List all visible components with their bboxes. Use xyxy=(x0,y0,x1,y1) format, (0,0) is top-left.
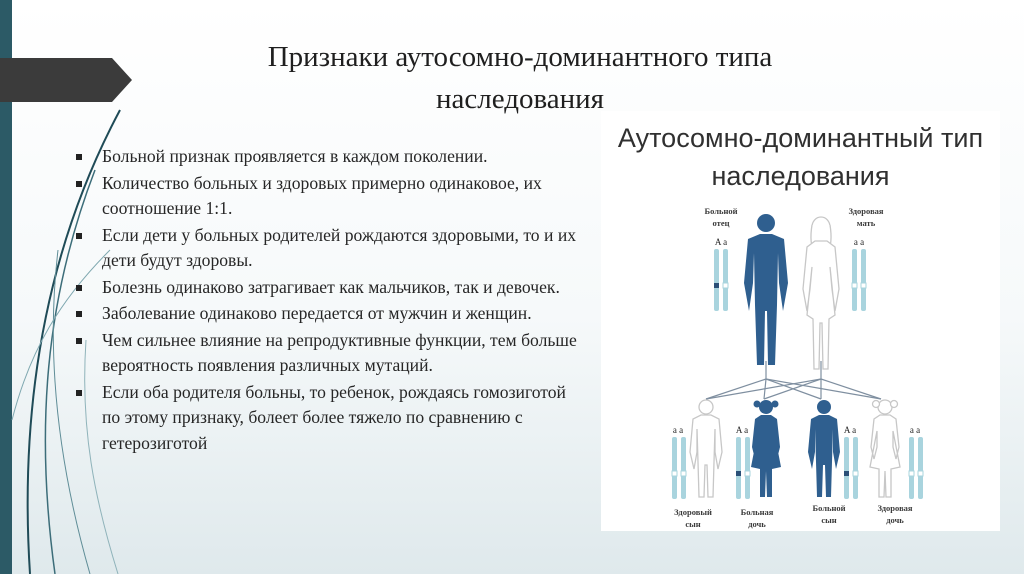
slide-title-line1: Признаки аутосомно-доминантного типа xyxy=(267,41,773,73)
bullet-item: Больной признак проявляется в каждом пок… xyxy=(76,144,586,170)
child1-genotype: a a xyxy=(673,425,683,435)
mother-label1: Здоровая xyxy=(848,206,883,216)
child2-label2: дочь xyxy=(748,519,766,529)
child3-genotype: A a xyxy=(844,425,856,435)
figure-title: Аутосомно-доминантный тип наследования xyxy=(601,119,1000,195)
child-affected-son: A a Больной сын xyxy=(808,400,859,525)
mother-genotype: a a xyxy=(854,237,864,247)
bullet-item: Болезнь одинаково затрагивает как мальчи… xyxy=(76,275,586,301)
bullet-square-icon xyxy=(76,180,82,187)
pedigree-diagram: Больной отец A a Здоровая мать a a xyxy=(671,206,924,529)
title-tab-arrow xyxy=(0,58,132,102)
bullet-square-icon xyxy=(76,311,82,317)
bullet-item: Количество больных и здоровых примерно о… xyxy=(76,171,586,222)
bullet-square-icon xyxy=(76,337,82,344)
mother-label2: мать xyxy=(857,218,876,228)
child3-label1: Больной xyxy=(812,503,845,513)
mother-figure: Здоровая мать a a xyxy=(802,206,884,370)
child4-label1: Здоровая xyxy=(877,503,912,513)
child2-label1: Больная xyxy=(741,507,774,517)
bullet-item: Если оба родителя больны, то ребенок, ро… xyxy=(76,380,586,457)
father-figure: Больной отец A a xyxy=(704,206,788,365)
child4-label2: дочь xyxy=(886,515,904,525)
father-label1: Больной xyxy=(704,206,737,216)
bullet-item: Заболевание одинаково передается от мужч… xyxy=(76,301,586,327)
child2-genotype: A a xyxy=(736,425,748,435)
child4-genotype: a a xyxy=(910,425,920,435)
child1-chromosomes xyxy=(671,437,687,499)
figure-title-line1: Аутосомно-доминантный тип xyxy=(617,123,984,153)
affected-father-icon xyxy=(744,214,788,365)
figure-title-line2: наследования xyxy=(711,161,890,191)
bullet-list: Больной признак проявляется в каждом пок… xyxy=(76,144,586,457)
left-accent-strip xyxy=(0,0,12,574)
bullet-square-icon xyxy=(76,389,82,396)
mother-chromosomes xyxy=(851,249,867,311)
child-affected-daughter: A a Больная дочь xyxy=(736,400,781,529)
bullet-square-icon xyxy=(76,284,82,291)
father-label2: отец xyxy=(713,218,730,228)
bullet-item: Если дети у больных родителей рождаются … xyxy=(76,223,586,274)
child1-label1: Здоровый xyxy=(674,507,712,517)
father-chromosomes xyxy=(714,249,729,311)
child2-chromosomes xyxy=(736,437,751,499)
bullet-item: Чем сильнее влияние на репродуктивные фу… xyxy=(76,328,586,379)
healthy-daughter-icon xyxy=(869,399,901,498)
father-genotype: A a xyxy=(715,237,727,247)
child-healthy-daughter: a a Здоровая дочь xyxy=(869,399,924,525)
affected-son-icon xyxy=(808,400,840,497)
bullet-square-icon xyxy=(76,154,82,160)
bullet-square-icon xyxy=(76,232,82,239)
healthy-son-icon xyxy=(689,399,723,498)
healthy-mother-icon xyxy=(802,216,840,370)
decorative-curves xyxy=(11,109,121,574)
child4-chromosomes xyxy=(908,437,924,499)
child1-label2: сын xyxy=(685,519,700,529)
child3-label2: сын xyxy=(821,515,836,525)
inheritance-figure: Аутосомно-доминантный тип наследования xyxy=(601,111,1000,531)
slide-title: Признаки аутосомно-доминантного типа нас… xyxy=(210,36,830,120)
child3-chromosomes xyxy=(844,437,859,499)
pedigree-connections xyxy=(705,361,882,400)
slide-title-line2: наследования xyxy=(435,83,605,115)
affected-daughter-icon xyxy=(751,400,781,497)
child-healthy-son: a a Здоровый сын xyxy=(671,399,723,529)
